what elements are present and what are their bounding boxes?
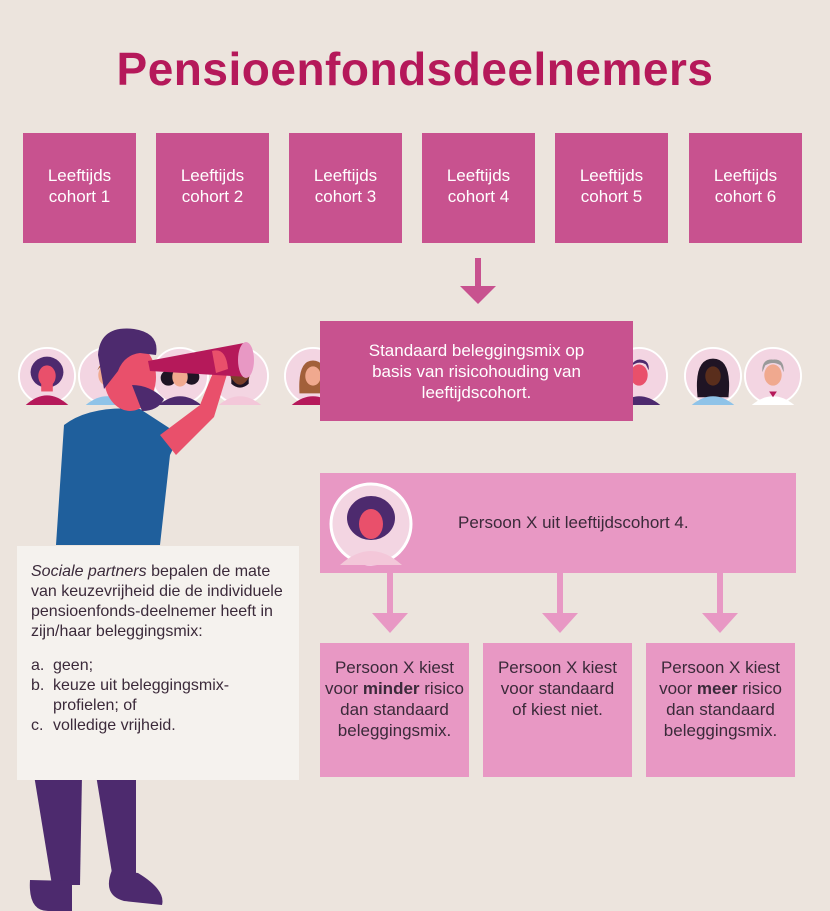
down-arrow-icon: [460, 258, 496, 304]
social-partners-note: Sociale partners bepalen de mate van keu…: [17, 546, 299, 780]
note-intro: Sociale partners bepalen de mate van keu…: [31, 563, 283, 640]
standard-box-line: Standaard beleggingsmix op: [368, 340, 585, 360]
person-x-avatar-icon: [329, 482, 413, 566]
standard-mix-box: Standaard beleggingsmix op basis van ris…: [320, 321, 633, 421]
woman-longhair-avatar-icon: [684, 347, 742, 405]
cohort-band: [23, 133, 136, 243]
cohort-band: [289, 133, 402, 243]
woman-avatar-icon: [18, 347, 76, 405]
list-item: a.geen;: [31, 657, 94, 674]
person-x-box: Persoon X uit leeftijdscohort 4.: [320, 473, 796, 573]
standard-box-line: leeftijdscohort.: [421, 382, 532, 402]
option-less-risk: Persoon X kiest voor minder risico dan s…: [320, 643, 469, 777]
down-arrow-icon: [542, 573, 578, 633]
standard-box-line: basis van risicohouding van: [372, 361, 581, 381]
down-arrow-icon: [372, 573, 408, 633]
cohort-band: [689, 133, 802, 243]
down-arrow-icon: [702, 573, 738, 633]
cohort-band: [156, 133, 269, 243]
cohort-band: [422, 133, 535, 243]
person-x-text: Persoon X uit leeftijdscohort 4.: [458, 513, 689, 532]
page-title: Pensioenfondsdeelnemers: [116, 43, 714, 95]
cohort-band: [555, 133, 668, 243]
list-item: b.keuze uit beleggingsmix-profielen; of: [31, 677, 230, 714]
person-telescope-illustration: [29, 328, 254, 911]
option-standard: Persoon X kiest voor standaard of kiest …: [483, 643, 632, 777]
list-item: c.volledige vrijheid.: [31, 717, 176, 734]
option-more-risk: Persoon X kiest voor meer risico dan sta…: [646, 643, 795, 777]
older-man-avatar-icon: [744, 347, 802, 405]
note-list: a.geen; b.keuze uit beleggingsmix-profie…: [31, 656, 285, 736]
